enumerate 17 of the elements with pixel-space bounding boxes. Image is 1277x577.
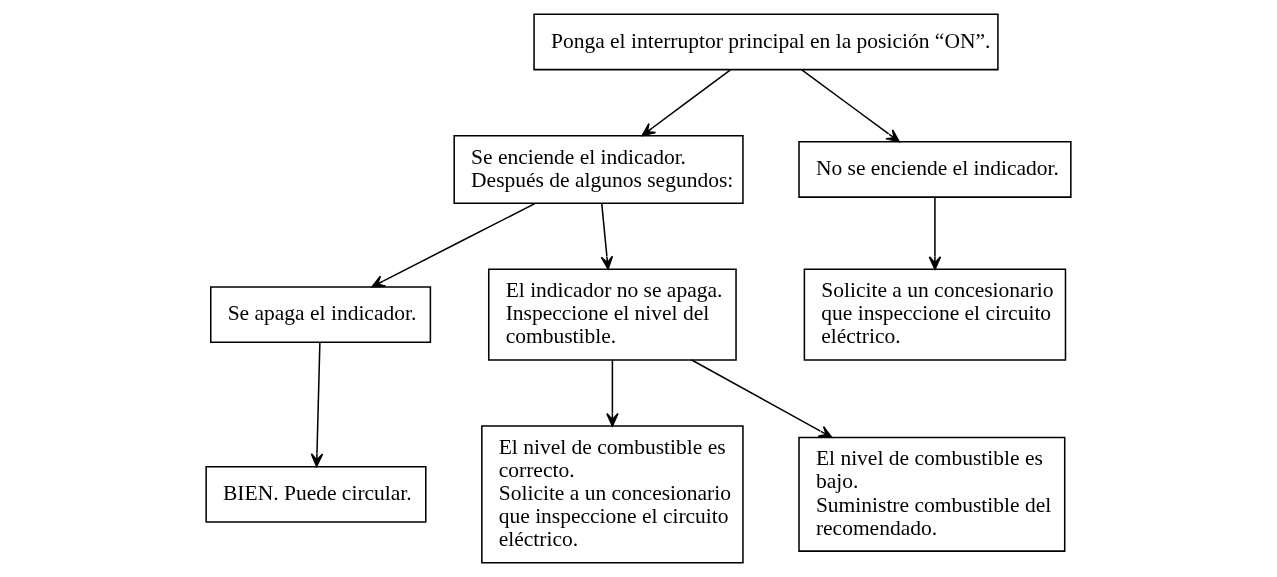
arrow — [928, 196, 942, 270]
node-box: Ponga el interruptor principal en la posición “ON”. — [533, 13, 999, 71]
arrow — [606, 359, 619, 427]
node-box: El nivel de combustible es correcto. Solicite a un concesionario que inspeccione el circuito eléctrico. — [481, 425, 744, 564]
node-box: Se apaga el indicador. — [210, 286, 432, 344]
node-box: BIEN. Puede circular. — [205, 465, 427, 523]
node-box: No se enciende el indicador. — [798, 141, 1072, 198]
node-box: El indicador no se apaga. Inspeccione el nivel del combustible. — [488, 268, 737, 361]
arrow — [310, 342, 324, 468]
node-box: Solicite a un concesionario que inspeccione el circuito eléctrico. — [803, 268, 1067, 361]
node-box: El nivel de combustible es bajo. Suministre combustible del recomendado. — [798, 436, 1066, 552]
arrow — [641, 69, 732, 137]
arrow — [600, 203, 614, 270]
arrow — [691, 359, 833, 439]
node-box: Se enciende el indicador. Después de algunos segundos: — [453, 134, 744, 205]
arrow — [801, 69, 900, 143]
arrow — [371, 202, 536, 288]
